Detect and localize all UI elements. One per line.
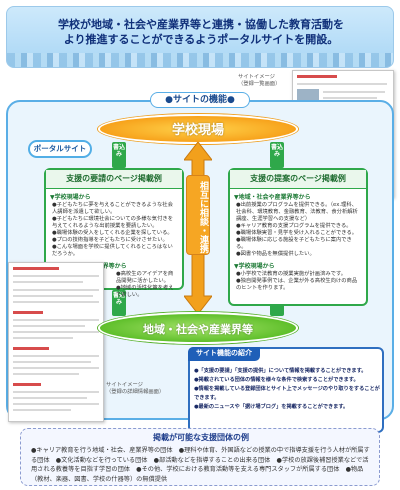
panel-item: ●地域の活性化策を考えて欲しい。	[116, 285, 174, 298]
panel-item: ●高校生のアイデアを商品開発に活かしたい。	[116, 271, 174, 284]
panel-item: ●出前授業のプログラムを提供できる。（ex.理科、社会科、環境教育、金融教育、法…	[236, 202, 358, 222]
header-banner: 学校が地域・社会や産業界等と連携・協働した教育活動を より推進することができるよ…	[6, 6, 394, 68]
caption-line: （登録一覧画面）	[238, 81, 281, 87]
intro-item: ●情報を掲載している登録団体とサイト上でメッセージのやり取りをすることができます…	[194, 386, 380, 401]
panel-item: ●独自開発事例では、企業が外る高校生向けの商品のヒントを作ります。	[236, 278, 358, 291]
offer-panel-title: 支援の提案のページ掲載例	[230, 170, 366, 189]
panel-item: ●プロの技術指導を子どもたちに受けさせたい。	[52, 237, 168, 243]
write-in-tag: 書込み	[112, 142, 126, 168]
support-groups-box: 掲載が可能な支援団体の例 ●キャリア教育を行う地域・社会、産業界等の団体 ●理科…	[20, 428, 380, 486]
intro-title: サイト機能の紹介	[188, 347, 260, 361]
cooperation-label: 相互に相談・連携	[186, 175, 210, 255]
panel-item: ●小学校で法教育の授業実施が計画済みです。	[236, 271, 347, 277]
site-functions-title: ●サイトの機能●	[150, 92, 250, 108]
community-industry-node: 地域・社会や産業界等	[98, 312, 298, 344]
panel-item: ●職場体験実習・見学を受け入れることができる。	[236, 230, 358, 236]
community-node-label: 地域・社会や産業界等	[143, 323, 253, 336]
school-node: 学校現場	[98, 114, 298, 144]
panel-item: ●職場体験の受入をしてくれる企業を探している。	[52, 230, 173, 236]
panel-subheading: ▼学校現場から	[50, 194, 91, 201]
panel-subheading: ▼地域・社会や産業界等から	[234, 194, 311, 201]
banner-text: 学校が地域・社会や産業界等と連携・協働した教育活動を より推進することができるよ…	[17, 17, 385, 47]
intro-item: ●掲載されている団体の情報を様々な条件で検索することができます。	[194, 377, 359, 383]
panel-item: ●職場体験に応じる施設を子どもたちに案内できる。	[236, 237, 352, 250]
write-in-tag: 書込み	[270, 142, 284, 168]
portal-site-label: ポータルサイト	[28, 140, 92, 158]
caption-line: サイトイメージ	[238, 74, 275, 80]
site-image-caption-top: サイトイメージ （登録一覧画面）	[238, 74, 308, 88]
site-screenshot-detail	[8, 262, 104, 422]
intro-item: ●「支援の要請」「支援の提供」について情報を掲載することができます。	[194, 368, 367, 374]
panel-subheading: ▼学校現場から	[234, 263, 275, 270]
intro-list: ●「支援の要請」「支援の提供」について情報を掲載することができます。 ●掲載され…	[194, 367, 380, 412]
offer-example-panel: 支援の提案のページ掲載例 ▼地域・社会や産業界等から ●出前授業のプログラムを提…	[228, 168, 368, 306]
panel-item: ●図書や物品を無償提供したい。	[236, 251, 315, 257]
caption-line: サイトイメージ	[106, 382, 143, 388]
write-in-tag: 書込み	[112, 290, 126, 316]
site-image-caption-bottom: サイトイメージ （登録の詳細情報画面）	[106, 382, 186, 396]
support-groups-text: ●キャリア教育を行う地域・社会、産業界等の団体 ●理科や体育、外国語などの授業の…	[31, 447, 370, 483]
support-groups-title: 掲載が可能な支援団体の例	[153, 433, 249, 442]
banner-line-1: 学校が地域・社会や産業界等と連携・協働した教育活動を	[58, 18, 344, 31]
request-panel-title: 支援の要請のページ掲載例	[46, 170, 182, 189]
site-feature-intro: サイト機能の紹介 ●「支援の要請」「支援の提供」について情報を掲載することができ…	[188, 347, 384, 433]
panel-item: ●子どもたちに夢を与えることができるような社会人講師を派遣して欲しい。	[52, 202, 173, 215]
panel-item: ●キャリア教育の支援プログラムを提供できる。	[236, 223, 352, 229]
caption-line: （登録の詳細情報画面）	[106, 389, 165, 395]
school-node-label: 学校現場	[171, 123, 224, 138]
banner-line-2: より推進することができるようポータルサイトを開設。	[63, 33, 339, 46]
panel-item: ●こんな場面を学校に提供してくれるところはないだろうか。	[52, 244, 173, 257]
panel-item: ●子どもたちに環境社会についての多様な気付きを与えてくれるような出前授業を要請し…	[52, 216, 173, 229]
skyline-illustration	[7, 53, 393, 67]
intro-item: ●最新のニュースや「据け場ブログ」を掲載することができます。	[194, 404, 349, 410]
